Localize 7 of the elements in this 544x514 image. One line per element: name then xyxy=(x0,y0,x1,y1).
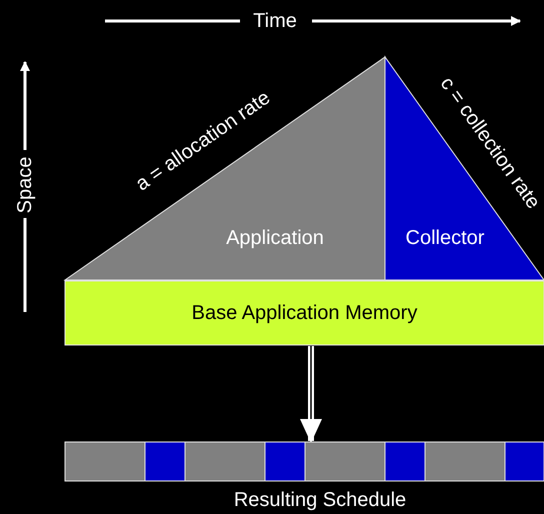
arrow xyxy=(300,346,322,443)
bar-label: Base Application Memory xyxy=(192,303,418,323)
axis-label: Time xyxy=(253,11,297,31)
region-label: Collector xyxy=(406,228,484,248)
region-label: Application xyxy=(226,228,324,248)
caption-label: Resulting Schedule xyxy=(234,490,406,510)
axis-label: Space xyxy=(15,156,35,214)
